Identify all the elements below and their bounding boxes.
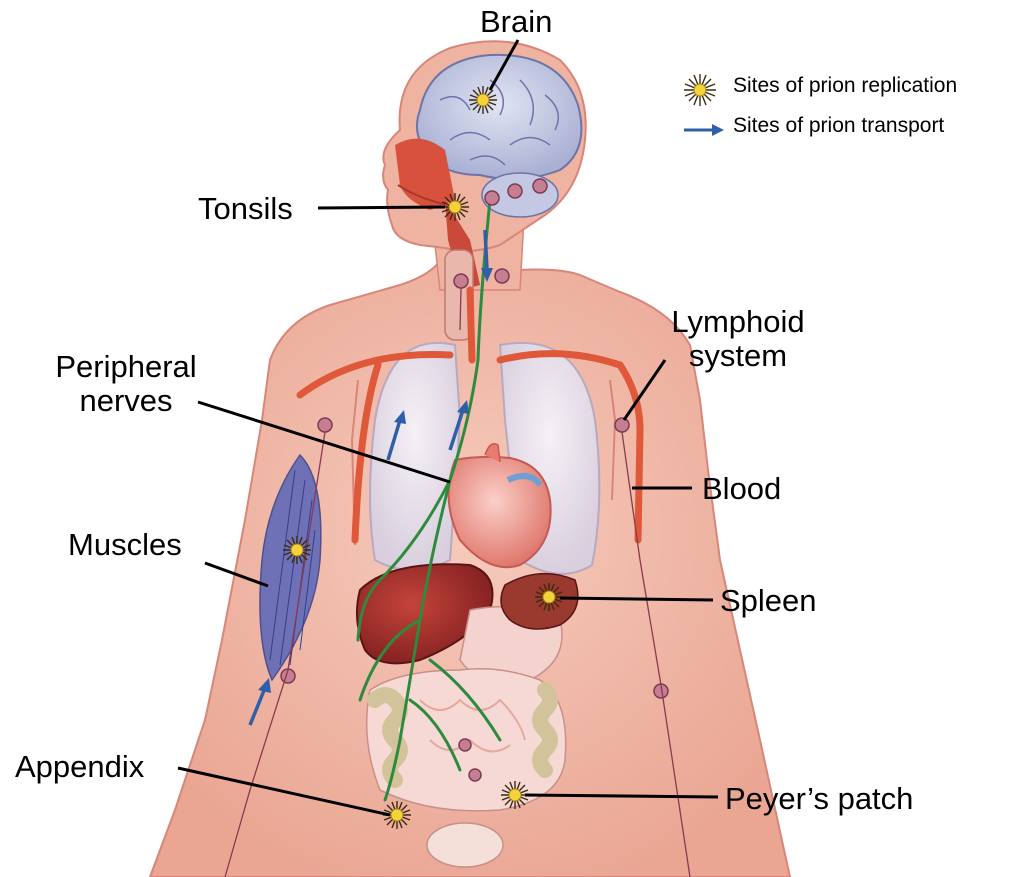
label-lymphoid-line2: system (668, 339, 808, 373)
label-lymphoid-line1: Lymphoid (668, 305, 808, 339)
starburst-icon (283, 536, 311, 564)
leader-peyers (525, 795, 718, 797)
leader-tonsils (318, 207, 445, 208)
lymph-node (495, 269, 509, 283)
leader-spleen (560, 598, 713, 600)
label-spleen: Spleen (720, 584, 817, 618)
lymph-node (454, 274, 468, 288)
legend-transport-icon (684, 124, 724, 136)
starburst-icon (441, 193, 469, 221)
label-brain: Brain (480, 5, 552, 39)
label-blood: Blood (702, 472, 781, 506)
label-muscles: Muscles (68, 528, 182, 562)
lymph-node (469, 769, 481, 781)
lymph-node (485, 191, 499, 205)
lymph-node (459, 739, 471, 751)
label-tonsils: Tonsils (198, 192, 293, 226)
label-lymphoid: Lymphoid system (668, 305, 808, 373)
lymph-node (533, 179, 547, 193)
starburst-icon (501, 781, 529, 809)
legend-replication-icon (684, 74, 716, 106)
lymph-node (508, 184, 522, 198)
starburst-icon (469, 86, 497, 114)
lymph-node (318, 418, 332, 432)
label-appendix: Appendix (15, 750, 144, 784)
label-peyers-patch: Peyer’s patch (725, 782, 913, 816)
lymph-node (615, 418, 629, 432)
label-peripheral-line1: Peripheral (42, 350, 210, 384)
legend-transport-label: Sites of prion transport (733, 114, 944, 138)
legend-replication-label: Sites of prion replication (733, 74, 957, 98)
label-peripheral-line2: nerves (42, 384, 210, 418)
starburst-icon (535, 583, 563, 611)
label-peripheral-nerves: Peripheral nerves (42, 350, 210, 418)
